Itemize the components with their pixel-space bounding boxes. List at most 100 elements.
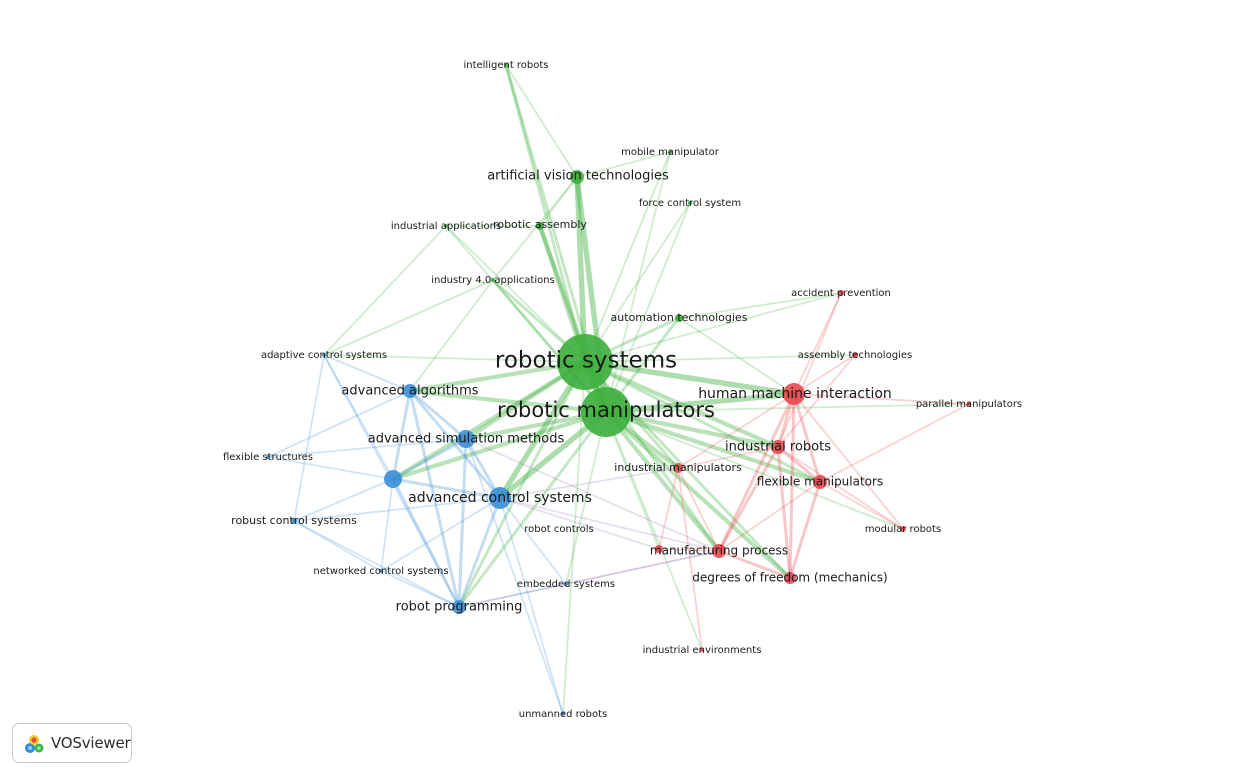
node-industrial-robots[interactable] — [771, 440, 785, 454]
node-flexible-structures[interactable] — [266, 455, 270, 459]
link-advanced-control-systems-manufacturing-process — [499, 497, 720, 552]
link-robotic-systems-industrial-applications — [445, 225, 586, 363]
node-intelligent-robots[interactable] — [504, 63, 508, 67]
node-label-industrial-applications[interactable]: industrial applications — [391, 221, 501, 232]
node-modular-robots[interactable] — [900, 526, 906, 532]
node-label-industrial-manipulators[interactable]: industrial manipulators — [614, 461, 742, 474]
node-advanced-control-systems[interactable] — [489, 487, 511, 509]
link-advanced-algorithms-industry-40-applications — [409, 279, 494, 392]
node-force-control-system[interactable] — [688, 201, 692, 205]
link-human-machine-interaction-assembly-technologies — [793, 354, 856, 395]
node-industrial-manipulators[interactable] — [673, 463, 683, 473]
node-label-networked-control-systems[interactable]: networked control systems — [313, 566, 448, 577]
node-accident-prevention[interactable] — [838, 290, 844, 296]
link-robotic-manipulators-advanced-algorithms — [407, 388, 609, 415]
node-industrial-applications[interactable] — [444, 224, 448, 228]
node-label-industry-40-applications[interactable]: industry 4.0 applications — [431, 275, 555, 286]
node-label-artificial-vision-technologies[interactable]: artificial vision technologies — [487, 169, 669, 184]
node-parallel-manipulators[interactable] — [967, 402, 971, 406]
node-blue-unlabeled-hub[interactable] — [384, 470, 402, 488]
link-embedded-systems-manufacturing-process — [565, 550, 720, 585]
node-label-advanced-simulation-methods[interactable]: advanced simulation methods — [368, 432, 565, 447]
node-robotic-manipulators[interactable] — [581, 387, 631, 437]
node-label-industrial-robots[interactable]: industrial robots — [725, 440, 831, 455]
link-unmanned-robots-advanced-control-systems — [499, 497, 564, 715]
link-automation-technologies-human-machine-interaction — [678, 317, 795, 395]
node-flexible-manipulators[interactable] — [813, 475, 827, 489]
link-advanced-simulation-methods-flexible-structures — [267, 438, 467, 458]
node-robot-programming[interactable] — [452, 600, 466, 614]
link-unmanned-robots-robotic-systems — [562, 361, 586, 715]
link-robotic-manipulators-parallel-manipulators — [605, 403, 970, 413]
node-label-robust-control-systems[interactable]: robust control systems — [231, 514, 357, 527]
node-label-adaptive-control-systems[interactable]: adaptive control systems — [261, 350, 387, 361]
node-label-intelligent-robots[interactable]: intelligent robots — [463, 60, 548, 71]
node-label-automation-technologies[interactable]: automation technologies — [611, 311, 748, 324]
node-advanced-simulation-methods[interactable] — [457, 430, 475, 448]
node-label-robot-controls[interactable]: robot controls — [524, 524, 593, 535]
labels-layer: robotic systems robotic manipulators artif… — [223, 60, 1022, 720]
link-robotic-systems-artificial-vision-technologies — [574, 174, 588, 365]
node-manufacturing-process[interactable] — [712, 544, 726, 558]
node-unmanned-robots[interactable] — [561, 712, 565, 716]
node-advanced-algorithms[interactable] — [403, 384, 417, 398]
node-robotic-systems[interactable] — [557, 334, 613, 390]
node-label-degrees-of-freedom[interactable]: degrees of freedom (mechanics) — [692, 571, 887, 585]
node-label-flexible-structures[interactable]: flexible structures — [223, 452, 313, 463]
node-assembly-technologies[interactable] — [852, 352, 858, 358]
node-label-assembly-technologies[interactable]: assembly technologies — [798, 350, 912, 361]
node-adaptive-control-systems[interactable] — [322, 353, 326, 357]
node-robotic-assembly[interactable] — [536, 222, 544, 230]
link-blue-unlabeled-hub-robust-control-systems — [293, 478, 394, 522]
node-label-accident-prevention[interactable]: accident prevention — [791, 288, 891, 299]
node-label-embedded-systems[interactable]: embedded systems — [517, 579, 615, 590]
node-label-parallel-manipulators[interactable]: parallel manipulators — [916, 399, 1022, 410]
node-networked-control-systems[interactable] — [379, 569, 383, 573]
node-label-industrial-environments[interactable]: industrial environments — [643, 645, 762, 656]
node-label-robot-programming[interactable]: robot programming — [396, 600, 523, 615]
link-industrial-robots-industrial-manipulators — [677, 446, 779, 469]
node-label-robotic-assembly[interactable]: robotic assembly — [493, 218, 587, 231]
node-label-flexible-manipulators[interactable]: flexible manipulators — [757, 475, 883, 489]
link-robotic-systems-accident-prevention — [584, 292, 842, 363]
node-label-unmanned-robots[interactable]: unmanned robots — [519, 709, 608, 720]
node-automation-technologies[interactable] — [675, 314, 683, 322]
node-label-advanced-algorithms[interactable]: advanced algorithms — [341, 384, 478, 399]
link-robotic-systems-intelligent-robots — [504, 63, 587, 364]
node-label-manufacturing-process[interactable]: manufacturing process — [650, 544, 788, 558]
node-label-robotic-manipulators[interactable]: robotic manipulators — [497, 398, 715, 422]
link-advanced-algorithms-advanced-simulation-methods — [408, 389, 468, 441]
link-human-machine-interaction-accident-prevention — [793, 292, 842, 395]
node-label-force-control-system[interactable]: force control system — [639, 198, 741, 209]
node-mobile-manipulator[interactable] — [668, 150, 672, 154]
link-robotic-systems-blue-unlabeled-hub — [390, 359, 588, 482]
link-industrial-manipulators-industrial-environments — [677, 467, 703, 651]
link-human-machine-interaction-industrial-manipulators — [677, 393, 795, 469]
node-artificial-vision-technologies[interactable] — [570, 170, 584, 184]
node-industry-40-applications[interactable] — [491, 278, 495, 282]
vosviewer-badge[interactable]: VOSviewer — [12, 723, 132, 763]
node-label-robotic-systems[interactable]: robotic systems — [495, 348, 677, 374]
link-adaptive-control-systems-blue-unlabeled-hub — [323, 354, 394, 480]
node-label-advanced-control-systems[interactable]: advanced control systems — [408, 490, 592, 506]
node-robust-control-systems[interactable] — [291, 518, 297, 524]
link-robotic-systems-assembly-technologies — [584, 354, 856, 363]
link-adaptive-control-systems-industry-40-applications — [323, 279, 494, 356]
link-robotic-manipulators-robot-programming — [457, 410, 608, 609]
link-robotic-systems-advanced-algorithms — [407, 359, 588, 394]
node-label-human-machine-interaction[interactable]: human machine interaction — [698, 386, 892, 402]
link-robotic-manipulators-human-machine-interaction — [603, 391, 797, 415]
link-robotic-systems-adaptive-control-systems — [323, 354, 586, 363]
link-advanced-simulation-methods-blue-unlabeled-hub — [391, 437, 468, 481]
link-human-machine-interaction-degrees-of-freedom — [788, 392, 796, 580]
node-degrees-of-freedom[interactable] — [784, 572, 796, 584]
link-automation-technologies-accident-prevention — [678, 292, 842, 319]
node-label-mobile-manipulator[interactable]: mobile manipulator — [621, 147, 720, 158]
node-industrial-environments[interactable] — [700, 648, 704, 652]
node-label-modular-robots[interactable]: modular robots — [865, 524, 941, 535]
link-robust-control-systems-robot-programming — [293, 520, 460, 608]
node-embedded-systems[interactable] — [564, 582, 568, 586]
node-human-machine-interaction[interactable] — [783, 383, 805, 405]
node-robot-controls[interactable] — [655, 545, 663, 553]
